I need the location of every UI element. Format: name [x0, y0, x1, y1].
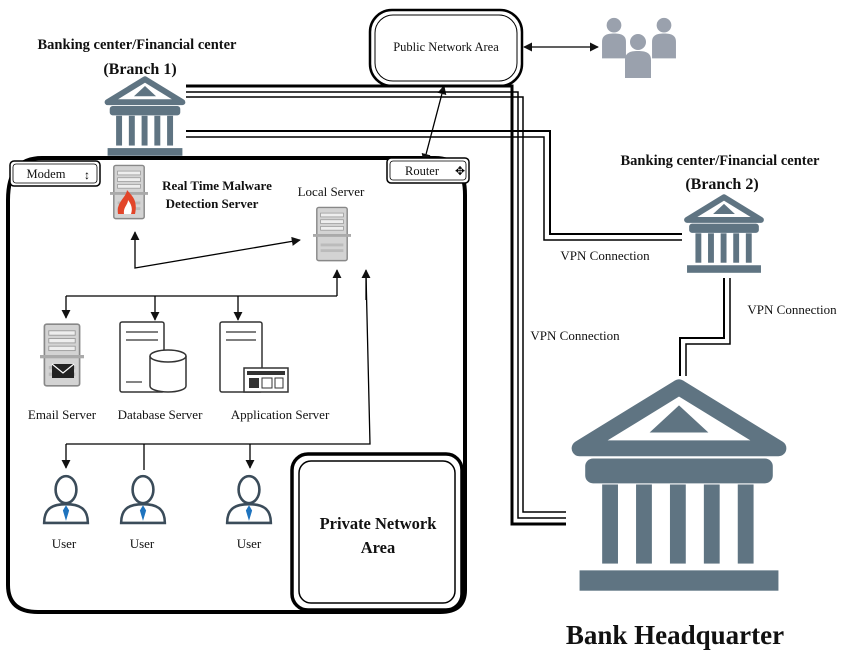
- modem-label: Modem: [27, 167, 66, 181]
- malware-server-label-1: Real Time Malware: [162, 178, 272, 193]
- malware-local-link: [130, 231, 301, 269]
- local-server-icon: [313, 206, 351, 262]
- user-label-3: User: [237, 536, 262, 551]
- application-server-label: Application Server: [231, 407, 330, 422]
- branch1-bank-icon: [108, 79, 183, 156]
- application-server-icon: [219, 321, 289, 393]
- branch2-bank-icon: [687, 197, 761, 273]
- vpn-label-main: VPN Connection: [530, 328, 620, 343]
- router-public-arrow: [421, 85, 447, 163]
- malware-server-label-2: Detection Server: [166, 196, 259, 211]
- private-network-label-2: Area: [361, 538, 396, 557]
- email-server-label: Email Server: [28, 407, 97, 422]
- private-network-label-1: Private Network: [320, 514, 438, 533]
- branch2-subtitle: (Branch 2): [685, 176, 758, 193]
- branch2-title: Banking center/Financial center: [621, 153, 821, 169]
- router-box: [386, 157, 470, 184]
- vpn-label-branch2: VPN Connection: [560, 248, 650, 263]
- headquarter-label: Bank Headquarter: [566, 620, 784, 650]
- branch1-title: Banking center/Financial center: [38, 37, 238, 53]
- public-network-label: Public Network Area: [393, 40, 499, 54]
- private-network-area-box: [290, 452, 464, 612]
- user-label-2: User: [130, 536, 155, 551]
- malware-alert-icon: [117, 190, 136, 214]
- envelope-icon: [51, 363, 75, 378]
- router-label: Router: [405, 164, 440, 178]
- modem-box: [9, 160, 101, 187]
- users-bus-line: [66, 273, 371, 445]
- user-icon-2: [119, 474, 167, 525]
- modem-updown-icon: ↕: [84, 168, 90, 182]
- local-server-label: Local Server: [298, 184, 365, 199]
- user-icon-1: [42, 474, 90, 525]
- branch1-subtitle: (Branch 1): [103, 61, 176, 78]
- database-server-icon: [119, 321, 187, 393]
- vpn-links: [186, 84, 731, 526]
- headquarter-bank-icon: [580, 387, 779, 590]
- people-group-icon: [602, 17, 676, 78]
- vpn-label-hq: VPN Connection: [747, 302, 837, 317]
- user-label-1: User: [52, 536, 77, 551]
- database-server-label: Database Server: [118, 407, 203, 422]
- user-icon-3: [225, 474, 273, 525]
- router-cross-arrows-icon: ✥: [455, 164, 465, 178]
